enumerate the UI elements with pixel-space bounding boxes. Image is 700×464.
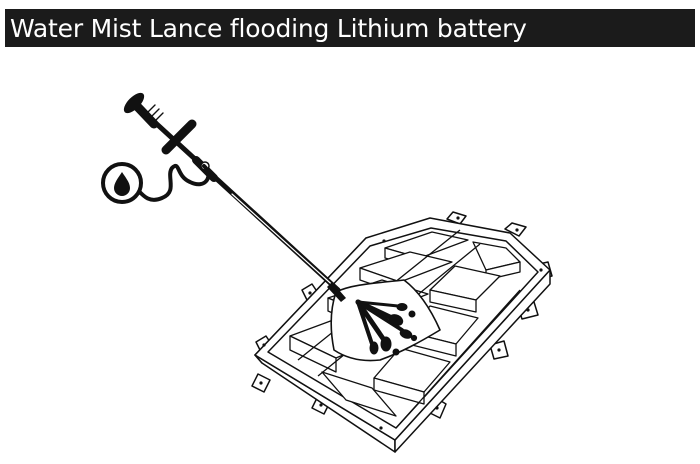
lance-grip [147,104,164,121]
spray-jets [355,299,418,356]
page-title: Water Mist Lance flooding Lithium batter… [10,13,527,43]
water-hose [134,163,211,202]
water-spray-icon [330,279,441,362]
water-mist-lance [123,92,346,302]
lance-nozzle [327,282,346,302]
water-drop-icon [101,162,143,204]
lance-cross-handle [161,119,197,155]
mounting-holes [259,216,543,430]
title-bar: Water Mist Lance flooding Lithium batter… [5,9,695,47]
